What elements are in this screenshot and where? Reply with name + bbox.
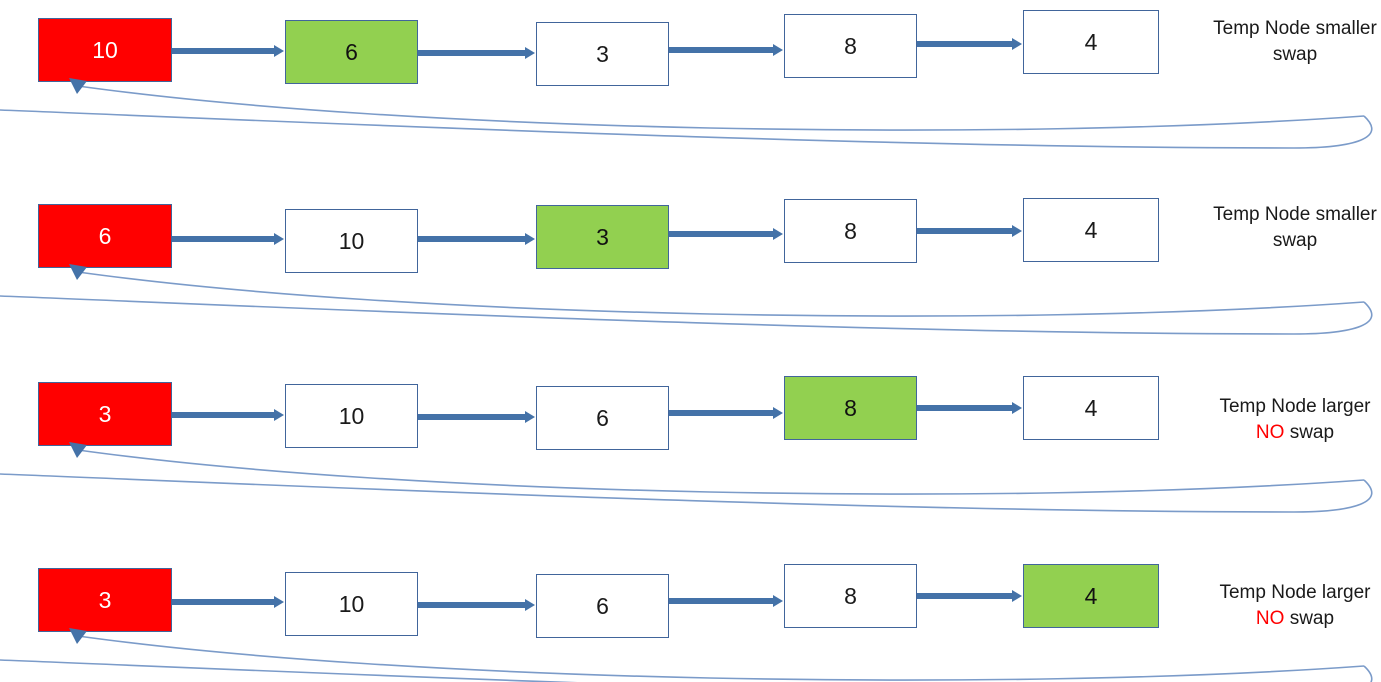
list-node-box: 10	[285, 209, 418, 273]
compare-node-box: 6	[285, 20, 418, 84]
node-value: 3	[98, 586, 112, 613]
compare-node-box: 3	[536, 205, 669, 269]
node-value: 10	[338, 402, 365, 429]
next-pointer-arrow	[418, 50, 526, 56]
next-pointer-arrow	[172, 412, 275, 418]
next-pointer-arrow	[669, 410, 774, 416]
next-pointer-arrow	[917, 41, 1013, 47]
temp-node-box: 3	[38, 568, 172, 632]
node-value: 8	[844, 217, 857, 244]
node-value: 4	[1084, 216, 1098, 243]
sort-step-row: 6 10 3 8 4 Temp Node smaller swap	[0, 186, 1381, 366]
node-value: 6	[98, 222, 112, 249]
temp-node-box: 10	[38, 18, 172, 82]
next-pointer-arrow	[172, 48, 275, 54]
compare-node-box: 4	[1023, 564, 1159, 628]
annotation-line-1: Temp Node smaller	[1213, 18, 1377, 39]
node-value: 3	[596, 223, 609, 250]
node-value: 6	[345, 38, 358, 65]
next-pointer-arrow	[418, 236, 526, 242]
sort-step-row: 10 6 3 8 4 Temp Node smaller swap	[0, 0, 1381, 180]
list-node-box: 8	[784, 14, 917, 78]
node-value: 10	[338, 227, 365, 254]
node-value: 8	[844, 582, 857, 609]
annotation-line-2: swap	[1272, 43, 1318, 65]
annotation-line-2: NO swap	[1190, 420, 1381, 446]
next-pointer-arrow	[917, 227, 1013, 234]
step-annotation: Temp Node smaller swap	[1190, 16, 1381, 67]
next-pointer-arrow	[418, 414, 526, 420]
list-node-box: 3	[536, 22, 669, 86]
next-pointer-arrow	[418, 602, 526, 608]
node-value: 10	[92, 36, 118, 63]
compare-node-box: 8	[784, 376, 917, 440]
list-node-box: 4	[1023, 198, 1159, 262]
node-value: 3	[596, 40, 609, 67]
temp-node-box: 3	[38, 382, 172, 446]
list-node-box: 8	[784, 199, 917, 263]
list-node-box: 10	[285, 572, 418, 636]
next-pointer-arrow	[669, 231, 774, 237]
node-value: 4	[1084, 582, 1098, 609]
list-node-box: 4	[1023, 10, 1159, 74]
step-annotation: Temp Node smaller swap	[1190, 202, 1381, 253]
node-value: 3	[98, 400, 112, 427]
next-pointer-arrow	[172, 599, 275, 605]
annotation-line-1: Temp Node larger	[1219, 396, 1371, 417]
next-pointer-arrow	[917, 593, 1013, 599]
node-value: 6	[596, 592, 609, 619]
annotation-line-1: Temp Node larger	[1219, 582, 1371, 603]
node-value: 4	[1084, 28, 1098, 55]
annotation-line-2: NO swap	[1190, 606, 1381, 632]
next-pointer-arrow	[669, 598, 774, 604]
next-pointer-arrow	[172, 235, 275, 242]
annotation-line-1: Temp Node smaller	[1213, 204, 1377, 225]
temp-node-box: 6	[38, 204, 172, 268]
no-swap-emphasis: NO	[1255, 607, 1285, 629]
list-node-box: 4	[1023, 376, 1159, 440]
node-value: 4	[1084, 394, 1098, 421]
list-node-box: 6	[536, 386, 669, 450]
node-value: 8	[844, 394, 857, 421]
annotation-line-2: swap	[1272, 229, 1318, 251]
list-node-box: 8	[784, 564, 917, 628]
node-value: 8	[844, 32, 857, 59]
list-node-box: 10	[285, 384, 418, 448]
list-node-box: 6	[536, 574, 669, 638]
next-pointer-arrow	[917, 405, 1013, 411]
node-value: 10	[338, 590, 365, 617]
swap-word: swap	[1284, 421, 1335, 443]
loop-back-arrow	[0, 628, 1373, 682]
next-pointer-arrow	[669, 47, 774, 53]
no-swap-emphasis: NO	[1255, 421, 1285, 443]
swap-word: swap	[1284, 607, 1335, 629]
node-value: 6	[596, 404, 609, 431]
